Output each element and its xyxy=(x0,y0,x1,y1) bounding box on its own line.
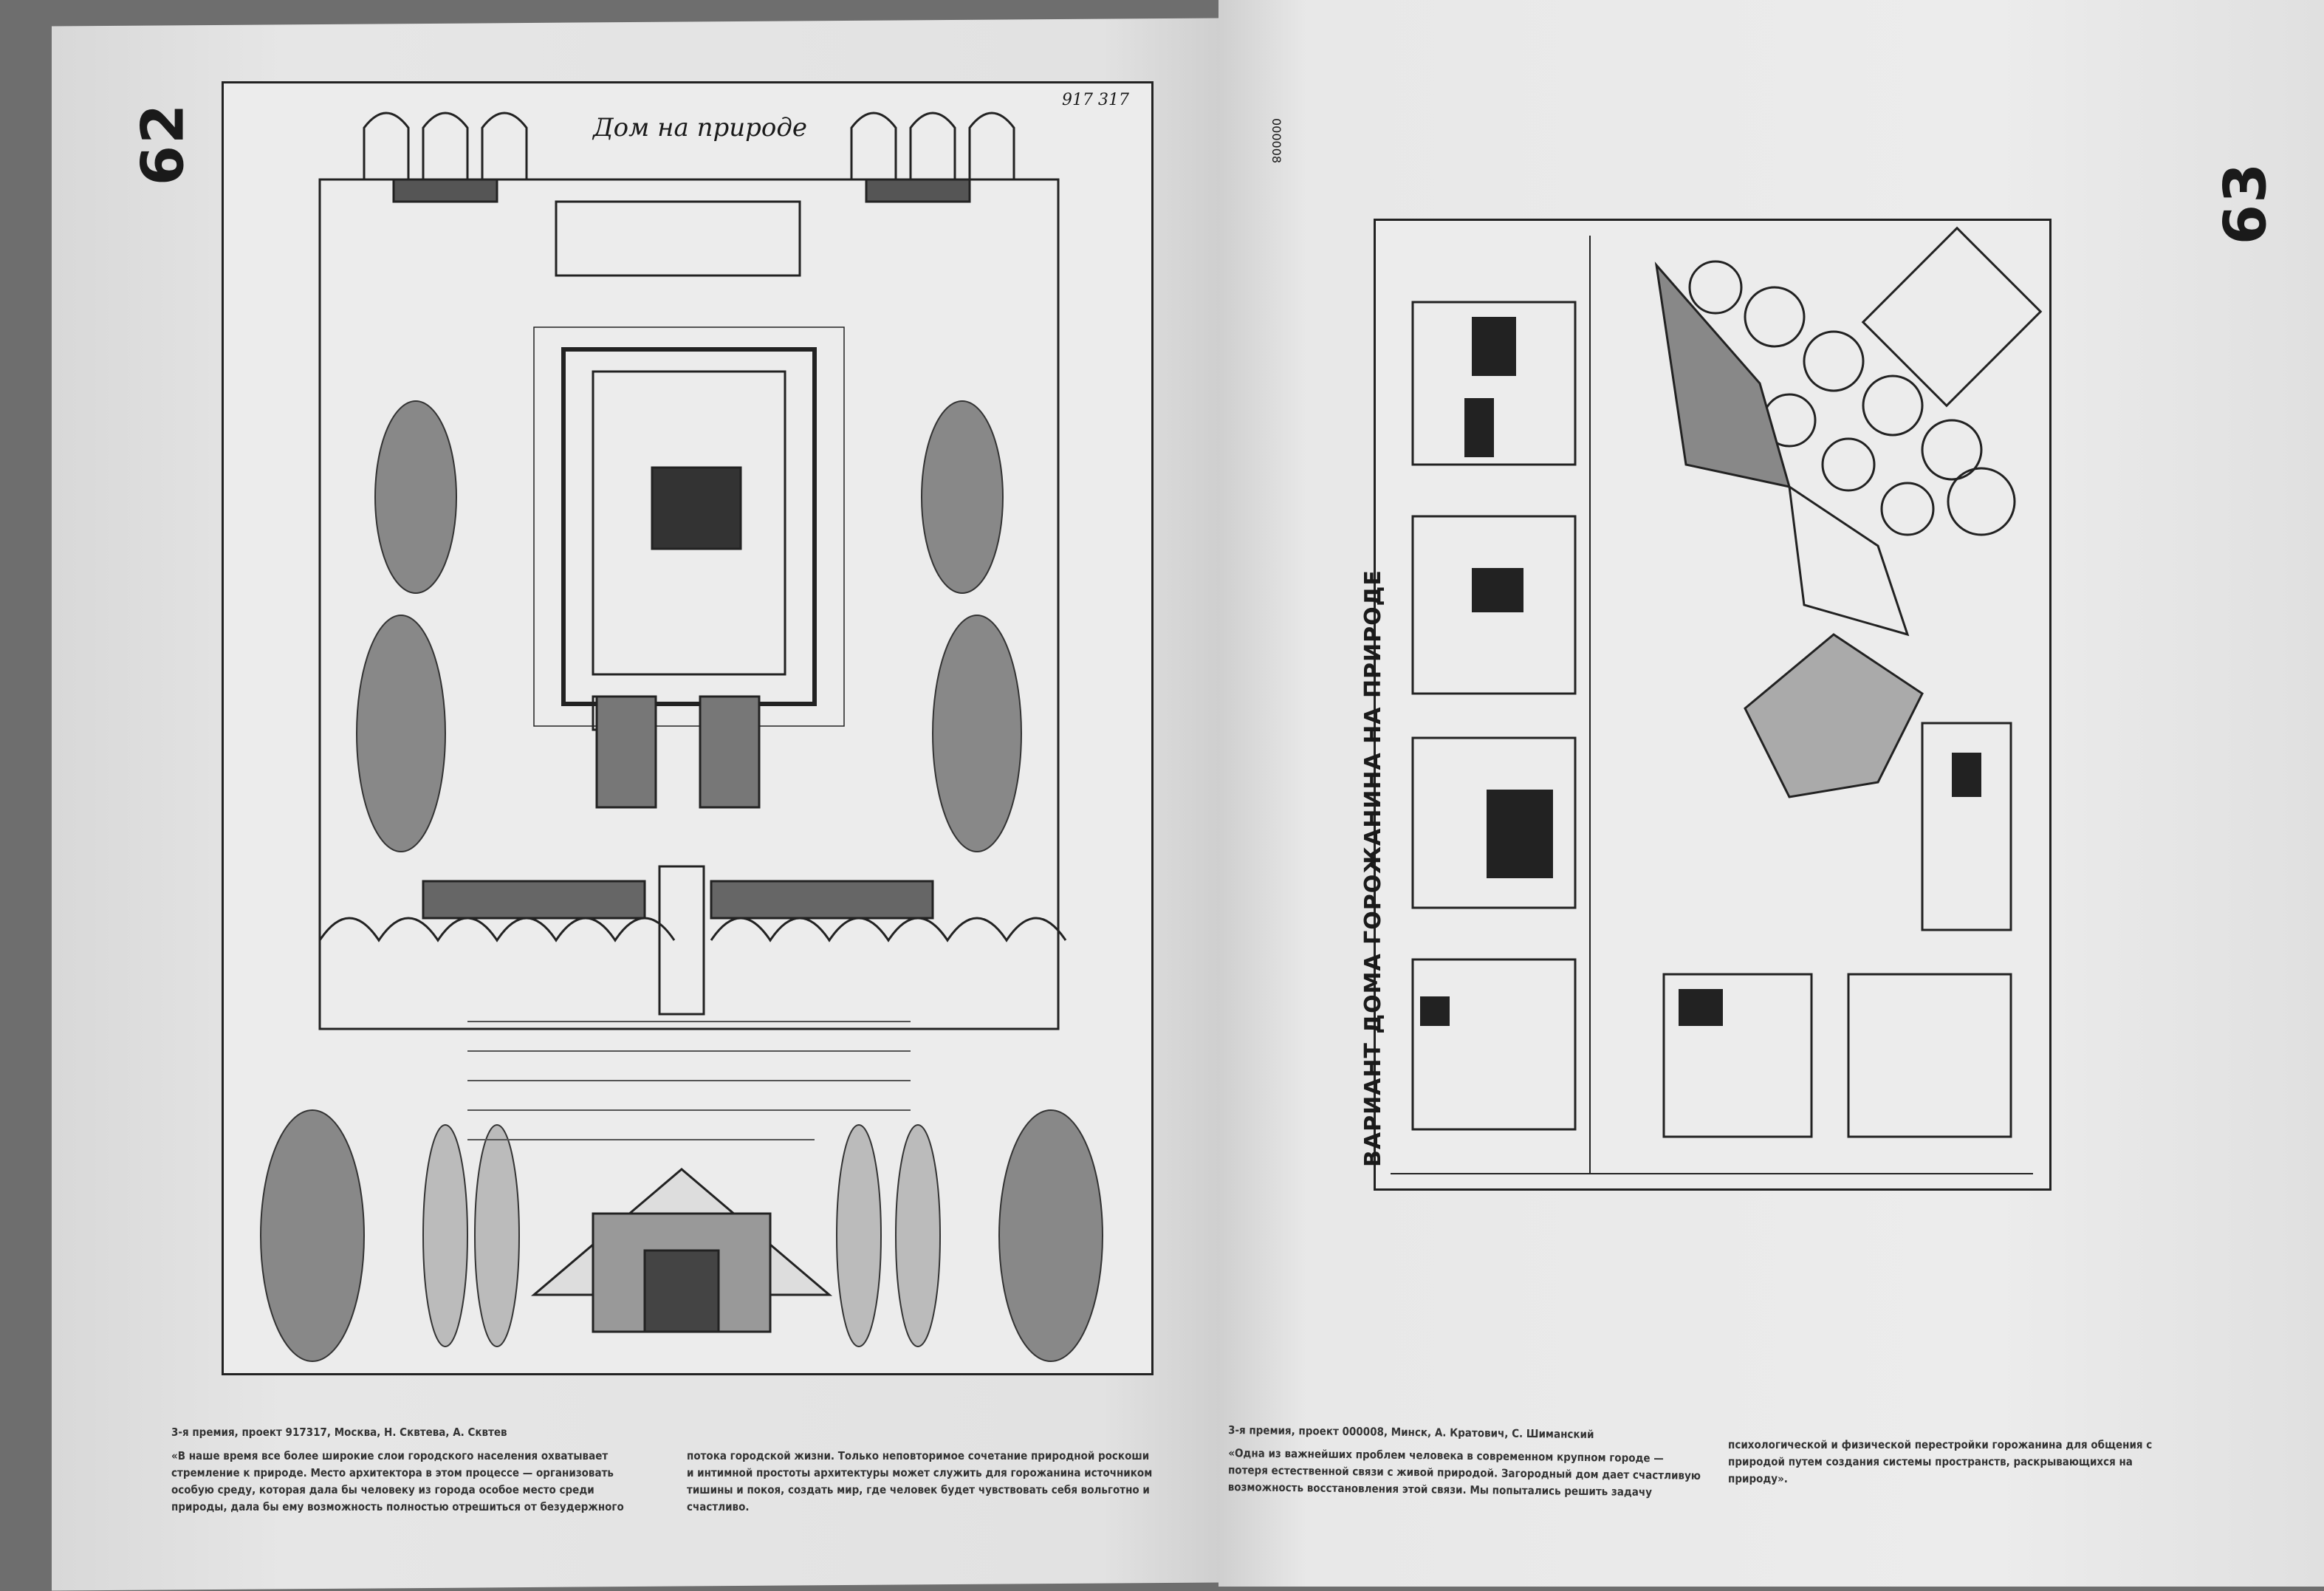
caption-text-right-col2: психологической и физической перестройки… xyxy=(1728,1438,2153,1485)
architecture-drawings xyxy=(1391,226,2043,1174)
left-drawing-sheet: Дом на природе 917 317 xyxy=(222,81,1154,1375)
project-code-right: 000008 xyxy=(1269,118,1283,164)
caption-text-left-col1: «В наше время все более широкие слои гор… xyxy=(171,1449,624,1513)
drawing-title-vertical: ВАРИАНТ ДОМА ГОРОЖАНИНА НА ПРИРОДЕ xyxy=(1360,569,1386,1167)
page-number-right: 63 xyxy=(2212,161,2280,245)
garden-plan-drawing xyxy=(260,112,1103,1362)
right-drawing-sheet xyxy=(1374,219,2052,1191)
caption-text-right-col1: «Одна из важнейших проблем человека в со… xyxy=(1227,1446,1701,1499)
drawing-title-handwritten: Дом на природе xyxy=(593,113,808,143)
caption-text-left-col2: потока городской жизни. Только неповтори… xyxy=(687,1449,1153,1513)
project-code-left: 917 317 xyxy=(1062,91,1129,109)
page-number-left: 62 xyxy=(130,102,197,186)
caption-heading-left: 3-я премия, проект 917317, Москва, Н. Ск… xyxy=(171,1426,507,1439)
